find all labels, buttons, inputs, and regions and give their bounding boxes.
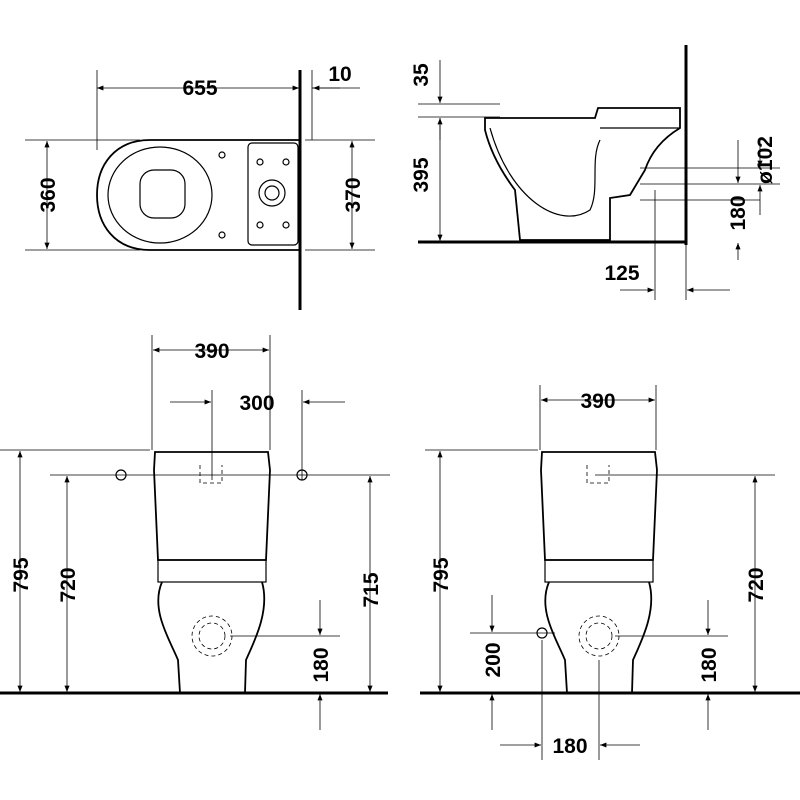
dim-label-180-right-height: 180: [698, 647, 721, 682]
dim-label-795-right: 795: [430, 557, 453, 592]
plan-view: 655 10 360 370: [25, 63, 375, 310]
bowl-front-right: [544, 581, 653, 694]
tank-outline-plan: [247, 142, 299, 246]
bowl-front-left: [157, 581, 266, 694]
dim-label-655: 655: [182, 77, 217, 100]
toilet-profile: [484, 107, 681, 241]
dim-label-180-side: 180: [727, 195, 750, 230]
dim-label-395: 395: [410, 157, 433, 192]
tank-front-right: [540, 451, 658, 561]
dim-label-720-right: 720: [745, 567, 768, 602]
dim-label-125: 125: [604, 262, 639, 285]
dim-label-diameter-102: ø102: [754, 136, 777, 184]
dim-label-200: 200: [482, 642, 505, 677]
toilet-outline-plan: [96, 139, 300, 251]
dim-label-35: 35: [410, 63, 433, 87]
dim-label-10: 10: [328, 63, 351, 86]
side-view: 35 395 ø102 180 125: [410, 45, 780, 300]
dim-label-390-left: 390: [194, 340, 229, 363]
dim-label-715: 715: [360, 572, 383, 607]
dim-label-360: 360: [37, 177, 60, 212]
dim-label-390-right: 390: [580, 390, 615, 413]
dim-label-795-left: 795: [10, 557, 33, 592]
seat-outline: [107, 146, 213, 244]
front-view-right: 390 795 720 200 180 180: [420, 385, 800, 760]
dim-label-180-left: 180: [310, 647, 333, 682]
dim-label-180-right-offset: 180: [552, 735, 587, 758]
front-view-left: 390 300 795 720 715 180: [0, 335, 390, 730]
dim-label-300: 300: [239, 392, 274, 415]
dim-label-720-left: 720: [57, 567, 80, 602]
dim-label-370: 370: [342, 177, 365, 212]
